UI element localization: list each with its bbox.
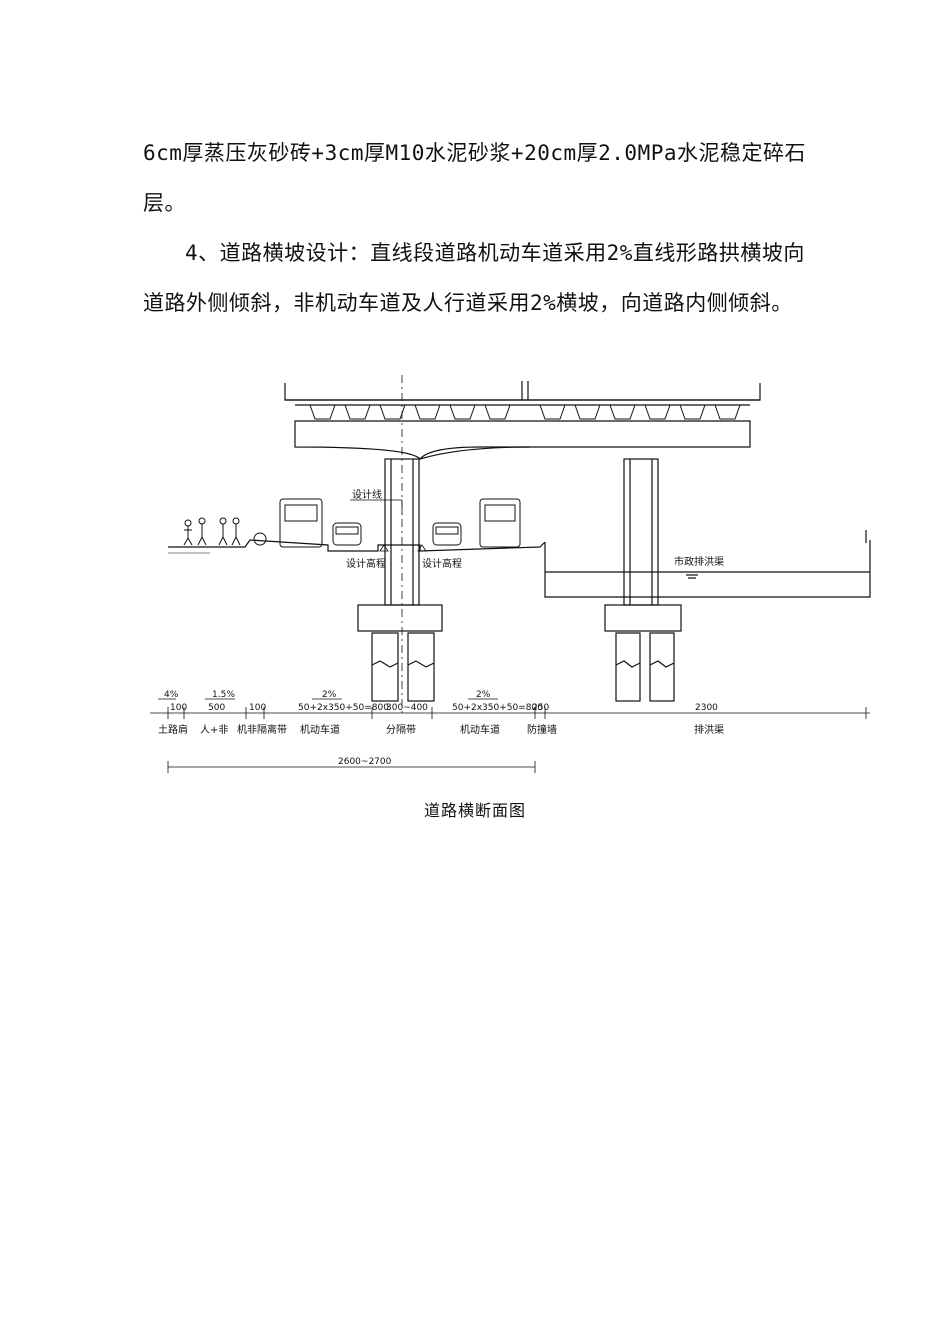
road-surface xyxy=(168,539,546,554)
pedestrians xyxy=(183,517,267,546)
section-label: 排洪渠 xyxy=(694,723,724,736)
dimension-lines xyxy=(150,698,870,773)
dimension-label: 2300 xyxy=(695,703,718,713)
dimension-label: 100 xyxy=(170,703,187,713)
label-design-elevation-left: 设计高程 xyxy=(346,557,386,570)
section-label: 土路肩 xyxy=(158,723,188,736)
dimension-label: 50+2x350+50=800 xyxy=(298,703,389,713)
dimension-label: 500 xyxy=(208,703,225,713)
dimension-label: 300~400 xyxy=(386,703,428,713)
slope-label: 4% xyxy=(164,690,179,700)
paragraph-cross-slope: 4、道路横坡设计：直线段道路机动车道采用2%直线形路拱横坡向道路外侧倾斜，非机动… xyxy=(143,241,805,315)
label-drainage: 市政排洪渠 xyxy=(674,555,724,568)
label-design-elevation-right: 设计高程 xyxy=(422,557,462,570)
section-label: 人+非 xyxy=(200,724,228,736)
road-cross-section-figure: 设计线 设计高程 设计高程 市政排洪渠 4% 1. xyxy=(150,375,890,775)
section-label: 分隔带 xyxy=(386,724,416,736)
bridge-deck xyxy=(284,381,761,460)
section-label: 机非隔离带 xyxy=(237,723,287,736)
label-design-line: 设计线 xyxy=(352,488,382,501)
section-label: 机动车道 xyxy=(460,723,500,736)
dimension-label: 250 xyxy=(532,703,549,713)
dimension-label: 100 xyxy=(249,703,266,713)
dimension-label: 50+2x350+50=800 xyxy=(452,703,543,713)
right-pier xyxy=(604,458,682,702)
slope-label: 2% xyxy=(322,690,337,700)
paragraph-pavement: 6cm厚蒸压灰砂砖+3cm厚M10水泥砂浆+20cm厚2.0MPa水泥稳定碎石层… xyxy=(143,141,807,215)
figure-caption: 道路横断面图 xyxy=(423,801,526,820)
section-label: 机动车道 xyxy=(300,723,340,736)
slope-label: 1.5% xyxy=(212,690,235,700)
vehicles xyxy=(279,498,521,548)
slope-label: 2% xyxy=(476,690,491,700)
drainage-channel xyxy=(544,530,871,598)
section-label: 防撞墙 xyxy=(527,723,557,736)
total-width-label: 2600~2700 xyxy=(338,757,392,767)
